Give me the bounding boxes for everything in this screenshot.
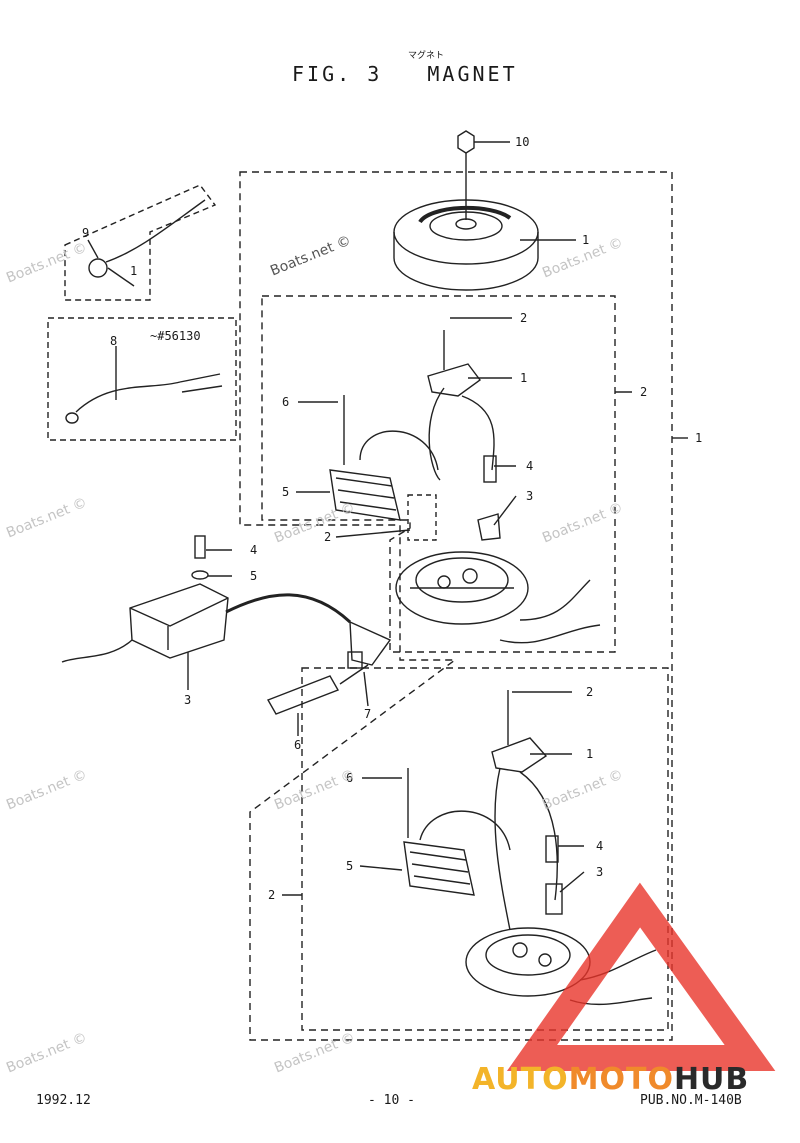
upper-stator-plate (395, 551, 529, 625)
group-2-lower-outline (301, 667, 669, 1031)
group-1-outline (239, 171, 673, 1041)
brand-part-moto: MOTO (568, 1062, 674, 1097)
item-9-group-outline (64, 184, 217, 301)
title-kana: マグネト (408, 51, 445, 61)
footer-date: 1992.12 (36, 1093, 91, 1108)
callout-1-upper-base: 1 (520, 371, 528, 385)
callout-2-upper-group: 2 (640, 385, 648, 399)
callout-2-lower-group: 2 (268, 888, 276, 902)
ignition-coil (129, 583, 229, 659)
callout-3-coil: 3 (184, 693, 192, 707)
callout-1-switch: 1 (130, 264, 138, 278)
serial-note: ~#56130 (150, 329, 201, 343)
lower-stator-plate (465, 927, 591, 997)
callout-2-lower-bolt: 2 (586, 685, 594, 699)
nut-10 (457, 130, 475, 154)
upper-ignition-coil (329, 469, 401, 521)
callout-2-small: 2 (324, 530, 332, 544)
callout-3-upper: 3 (526, 489, 534, 503)
figure-title: FIG. 3 MAGNET (292, 62, 518, 86)
callout-1-lower-base: 1 (586, 747, 594, 761)
callout-1-flywheel: 1 (582, 233, 590, 247)
footer-page-number: - 10 - (368, 1093, 415, 1108)
item-8-sensor (65, 373, 223, 424)
footer-publication-number: PUB.NO.M-140B (640, 1093, 742, 1108)
figure-number: FIG. 3 (292, 62, 383, 86)
callout-2-upper-bolt: 2 (520, 311, 528, 325)
small-group-outline (407, 494, 437, 541)
item-8-group-outline (47, 317, 237, 441)
flywheel (393, 199, 539, 291)
group-2-upper-outline (261, 295, 616, 653)
brand-logo-mark (506, 882, 776, 1071)
callout-5-upper: 5 (282, 485, 290, 499)
callout-4-upper: 4 (526, 459, 534, 473)
callout-7: 7 (364, 707, 372, 721)
callout-9: 9 (82, 226, 90, 240)
brand-wordmark: AUTOMOTOHUB (472, 1062, 749, 1097)
item-9-switch (88, 199, 206, 287)
brand-part-auto: AUTO (472, 1062, 569, 1097)
spark-plug (266, 675, 340, 715)
upper-coil-base (427, 363, 481, 397)
callout-6-lower: 6 (346, 771, 354, 785)
callout-3-lower: 3 (596, 865, 604, 879)
lower-ignition-coil (403, 841, 475, 896)
callout-6-plug: 6 (294, 738, 302, 752)
figure-name: MAGNET (427, 62, 518, 86)
callout-5-lower: 5 (346, 859, 354, 873)
callout-1-outer: 1 (695, 431, 703, 445)
callout-4-lower: 4 (596, 839, 604, 853)
callout-8: 8 (110, 334, 118, 348)
lower-coil-base (491, 737, 548, 773)
brand-part-hub: HUB (673, 1062, 750, 1097)
callout-10: 10 (515, 135, 530, 149)
callout-5-coil: 5 (250, 569, 258, 583)
callout-6-upper: 6 (282, 395, 290, 409)
callout-4-coil: 4 (250, 543, 258, 557)
